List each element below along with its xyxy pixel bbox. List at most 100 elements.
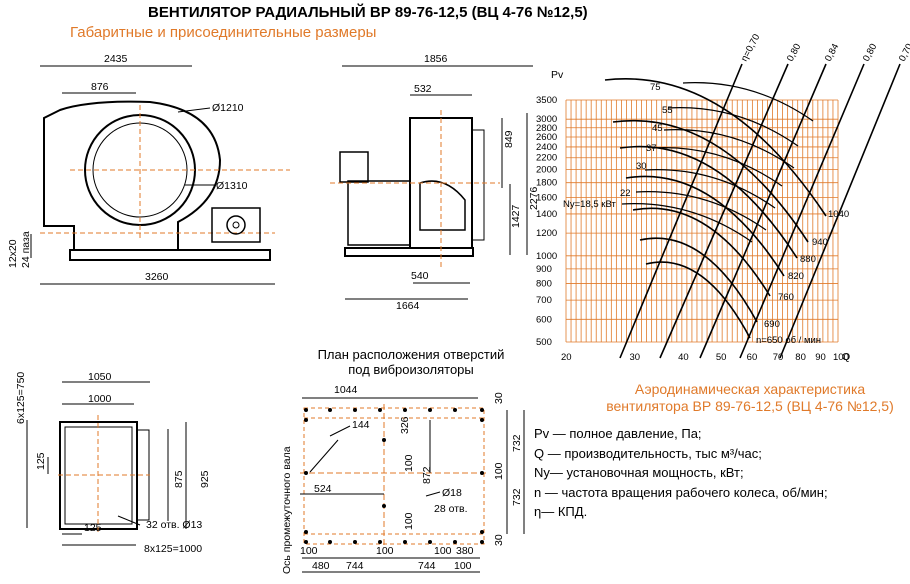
- plan-title-line2: под виброизоляторы: [348, 362, 474, 377]
- legend-item-n: n — частота вращения рабочего колеса, об…: [534, 484, 828, 500]
- efficiency-label: 0,70: [897, 42, 910, 63]
- chart-labels: 5006007008009001000120014001600180020002…: [536, 32, 910, 363]
- dim-1856: 1856: [424, 53, 448, 65]
- efficiency-label: η=0,70: [739, 32, 762, 63]
- speed-label: 1040: [828, 209, 849, 220]
- plan-dim-30-bottom: 30: [493, 534, 505, 546]
- plan-title-line1: План расположения отверстий: [317, 347, 505, 362]
- dim-2276: 2276: [528, 186, 540, 210]
- power-label: 45: [652, 123, 663, 134]
- plan-dim-732-bottom: 732: [511, 488, 523, 506]
- power-curve: [635, 191, 767, 231]
- dimensions-subtitle: Габаритные и присоединительные размеры: [70, 24, 377, 41]
- legend-item-q: Q — производительность, тыс м³/час;: [534, 445, 762, 461]
- front-view-drawing: [330, 65, 533, 300]
- speed-curve: [619, 145, 798, 259]
- speed-curve: [639, 237, 758, 323]
- power-label: 22: [620, 188, 631, 199]
- dim-d1210: Ø1210: [212, 102, 244, 114]
- front-view-labels: 1856 532 849 2276 1427 540 1664: [396, 53, 540, 312]
- dim-holes-d13: 32 отв. Ø13: [146, 519, 202, 531]
- performance-caption-line2: вентилятора ВР 89-76-12,5 (ВЦ 4-76 №12,5…: [606, 398, 894, 414]
- plan-dim-326: 326: [399, 416, 411, 434]
- dim-12x20: 12x20: [7, 239, 19, 268]
- power-curve: [644, 169, 776, 209]
- efficiency-ray: [739, 63, 865, 359]
- efficiency-label: 0,84: [823, 42, 841, 63]
- y-tick-label: 2200: [536, 153, 557, 164]
- x-tick-label: 30: [630, 352, 641, 363]
- side-view-drawing: [30, 65, 290, 285]
- power-curve: [682, 82, 814, 122]
- dim-d1310: Ø1310: [216, 180, 248, 192]
- performance-caption-line1: Аэродинамическая характеристика: [634, 381, 866, 397]
- x-tick-label: 40: [678, 352, 689, 363]
- flange-view-labels: 6x125=750 1050 1000 125 875 925 125 32 о…: [15, 371, 211, 555]
- side-view-labels: 2435 876 Ø1210 Ø1310 3260 12x20 24 паза: [7, 53, 248, 283]
- plan-dim-28-holes: 28 отв.: [434, 503, 468, 515]
- speed-curve: [612, 120, 809, 243]
- dim-24-slots: 24 паза: [20, 231, 32, 268]
- efficiency-label: 0,80: [785, 42, 803, 63]
- chart-curves: [604, 63, 901, 359]
- dim-1427: 1427: [510, 204, 522, 228]
- dim-6x125: 6x125=750: [15, 372, 27, 424]
- speed-curve: [632, 207, 771, 297]
- speed-curve: [604, 78, 827, 217]
- power-curve: [651, 147, 783, 187]
- power-label: 37: [646, 143, 657, 154]
- dim-532: 532: [414, 83, 432, 95]
- plan-holes: [304, 408, 484, 544]
- symbol-legend: Pv — полное давление, Па; Q — производит…: [534, 424, 828, 522]
- speed-curve: [625, 175, 785, 277]
- plan-title: План расположения отверстий под виброизо…: [302, 347, 520, 377]
- x-tick-label: 70: [773, 352, 784, 363]
- speed-label: n=650 об / мин: [756, 335, 821, 346]
- dim-1050: 1050: [88, 371, 112, 383]
- dim-849: 849: [503, 130, 515, 148]
- dim-3260: 3260: [145, 271, 169, 283]
- plan-dim-732-top: 732: [511, 434, 523, 452]
- dim-540: 540: [411, 270, 429, 282]
- dim-2435: 2435: [104, 53, 128, 65]
- chart-grid: [565, 99, 839, 343]
- x-tick-label: 50: [716, 352, 727, 363]
- plan-dim-100-d: 100: [300, 545, 318, 557]
- legend-item-pv: Pv — полное давление, Па;: [534, 426, 702, 441]
- flange-view-drawing: [26, 381, 187, 546]
- efficiency-ray: [619, 63, 743, 359]
- plan-dim-100-a: 100: [403, 454, 415, 472]
- dim-8x125: 8x125=1000: [144, 543, 202, 555]
- y-tick-label: 600: [536, 314, 552, 325]
- plan-dim-100-c: 100: [403, 512, 415, 530]
- x-tick-label: 90: [815, 352, 826, 363]
- efficiency-ray: [779, 63, 901, 359]
- efficiency-ray: [699, 63, 827, 359]
- dim-125-vertical: 125: [35, 452, 47, 470]
- dim-1664: 1664: [396, 300, 420, 312]
- performance-caption: Аэродинамическая характеристика вентилят…: [590, 381, 910, 415]
- y-tick-label: 2600: [536, 132, 557, 143]
- plan-dim-380: 380: [456, 545, 474, 557]
- plan-dim-144: 144: [352, 419, 370, 431]
- dim-1000: 1000: [88, 393, 112, 405]
- plan-dim-480: 480: [312, 560, 330, 572]
- plan-dim-30-top: 30: [493, 392, 505, 404]
- plan-view-drawing: [300, 397, 525, 573]
- plan-dim-d18: Ø18: [442, 487, 462, 499]
- y-tick-label: 500: [536, 337, 552, 348]
- chart-x-axis-label: Q: [842, 351, 850, 363]
- x-tick-label: 20: [561, 352, 572, 363]
- power-curve: [667, 107, 799, 147]
- y-tick-label: 1600: [536, 192, 557, 203]
- x-tick-label: 60: [747, 352, 758, 363]
- plan-axis-label: Ось промежуточного вала: [281, 446, 293, 574]
- y-tick-label: 2800: [536, 123, 557, 134]
- power-label: 55: [662, 105, 673, 116]
- y-tick-label: 1200: [536, 228, 557, 239]
- plan-dim-872: 872: [421, 466, 433, 484]
- speed-label: 820: [788, 271, 804, 282]
- plan-dim-524: 524: [314, 483, 332, 495]
- speed-label: 760: [778, 292, 794, 303]
- chart-y-axis-label: Pv: [551, 69, 564, 81]
